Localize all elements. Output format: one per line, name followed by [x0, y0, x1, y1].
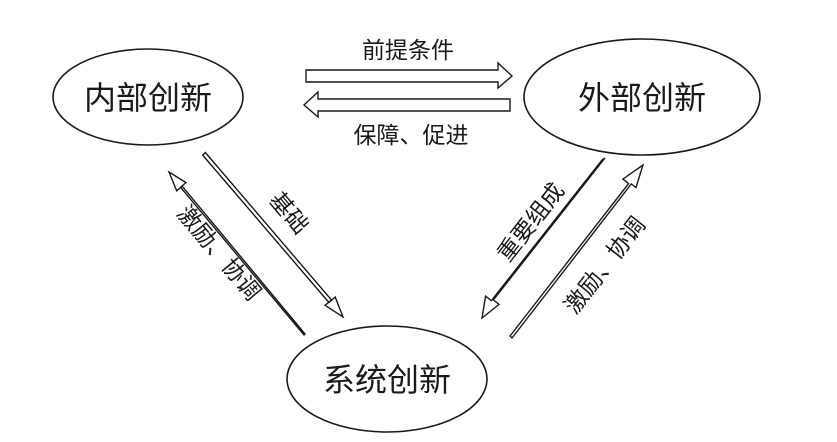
node-system-innovation: 系统创新	[286, 325, 488, 433]
arrow-internal-to-external	[305, 61, 514, 90]
node-internal-label: 内部创新	[84, 79, 212, 117]
arrow-external-to-internal	[302, 90, 511, 119]
node-external-shape	[523, 38, 761, 156]
node-external-label: 外部创新	[578, 79, 706, 117]
arrow-system-to-external	[509, 163, 645, 340]
node-internal-innovation: 内部创新	[52, 48, 244, 146]
node-system-shape	[286, 325, 488, 433]
edge-label-system-to-external: 激励、协调	[560, 212, 651, 319]
arrow-internal-to-system	[201, 151, 345, 319]
edge-label-internal-to-external: 前提条件	[362, 38, 454, 64]
node-internal-shape	[52, 48, 244, 146]
edge-label-external-to-system: 重要组成	[493, 178, 570, 267]
node-external-innovation: 外部创新	[523, 38, 761, 156]
node-system-label: 系统创新	[323, 361, 451, 399]
arrow-system-to-internal	[167, 170, 306, 337]
arrow-external-to-system	[481, 157, 606, 320]
edge-label-external-to-internal: 保障、促进	[354, 123, 469, 149]
edge-label-system-to-internal: 激励、协调	[171, 201, 265, 306]
